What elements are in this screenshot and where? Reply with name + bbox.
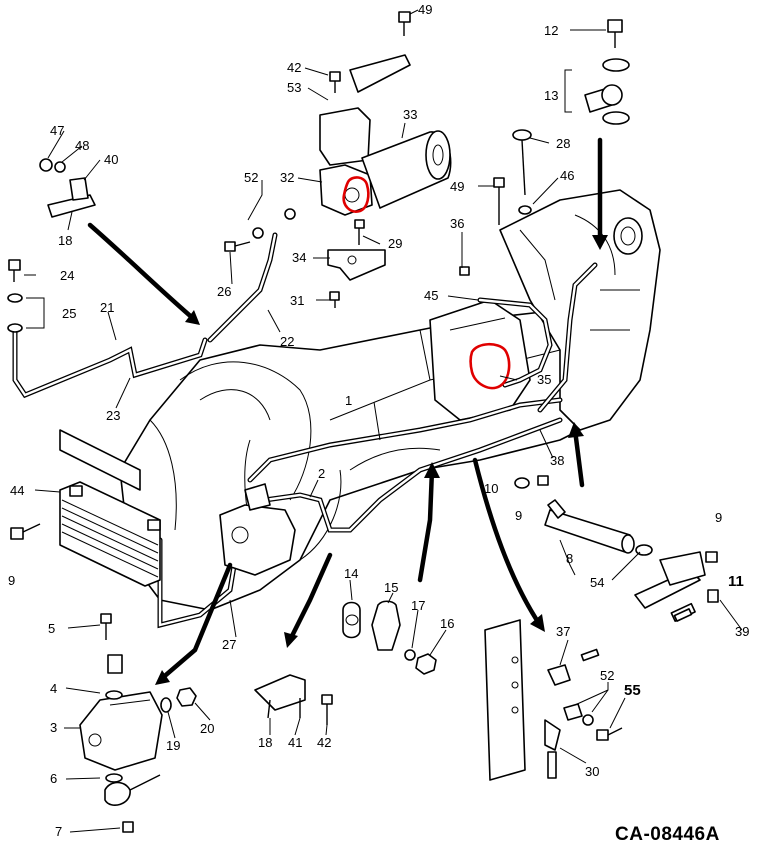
callout-28: 28 <box>556 136 570 151</box>
callout-48: 48 <box>75 138 89 153</box>
callout-15: 15 <box>384 580 398 595</box>
callout-35: 35 <box>537 372 551 387</box>
callout-42b: 42 <box>317 735 331 750</box>
callout-16: 16 <box>440 616 454 631</box>
hydraulic-line-22 <box>207 232 278 343</box>
washer-17 <box>404 649 416 661</box>
callout-3: 3 <box>50 720 57 735</box>
oil-filter-cartridge <box>361 130 452 209</box>
hydraulic-line-right <box>537 262 598 413</box>
callout-12: 12 <box>544 23 558 38</box>
callout-32: 32 <box>280 170 294 185</box>
bracket-banjo-13 <box>564 58 630 125</box>
drawing-reference-code: CA-08446A <box>615 824 720 845</box>
fitting-assembly-right <box>634 551 706 622</box>
leader-lines <box>24 9 743 833</box>
side-frame-plate <box>484 619 526 781</box>
callout-labels: 49 12 42 53 33 13 47 48 40 28 52 32 46 4… <box>8 2 749 839</box>
callout-36: 36 <box>450 216 464 231</box>
hydraulic-line-45 <box>477 297 553 388</box>
callout-22: 22 <box>280 334 294 349</box>
callout-23: 23 <box>106 408 120 423</box>
hydraulic-line-2 <box>262 417 563 533</box>
filter-head-bracket <box>319 54 411 216</box>
mount-bracket-34 <box>327 249 386 281</box>
callout-24: 24 <box>60 268 74 283</box>
clamp-14 <box>342 601 361 639</box>
hydraulic-line-1 <box>247 397 563 483</box>
hydraulic-pump-3 <box>79 654 163 771</box>
flow-arrows <box>87 137 608 685</box>
callout-47: 47 <box>50 123 64 138</box>
callout-55: 55 <box>624 682 641 699</box>
callout-53: 53 <box>287 80 301 95</box>
elbow-37 <box>547 664 571 686</box>
callout-52b: 52 <box>600 668 614 683</box>
callout-31: 31 <box>290 293 304 308</box>
callout-29: 29 <box>388 236 402 251</box>
bellhousing <box>429 299 531 421</box>
bracket-41 <box>254 674 306 719</box>
callout-44: 44 <box>10 483 24 498</box>
callout-33: 33 <box>403 107 417 122</box>
callout-4: 4 <box>50 681 57 696</box>
callout-52a: 52 <box>244 170 258 185</box>
callout-46: 46 <box>560 168 574 183</box>
callout-42a: 42 <box>287 60 301 75</box>
callout-54: 54 <box>590 575 604 590</box>
engine-block <box>499 189 661 431</box>
callout-17: 17 <box>411 598 425 613</box>
callout-9c: 9 <box>8 573 15 588</box>
callout-18a: 18 <box>58 233 72 248</box>
pump-assembly-mounted <box>219 483 296 576</box>
callout-10: 10 <box>484 481 498 496</box>
callout-21: 21 <box>100 300 114 315</box>
callout-1: 1 <box>345 393 352 408</box>
callout-8: 8 <box>566 551 573 566</box>
clamp-15 <box>371 600 401 651</box>
callout-9a: 9 <box>515 508 522 523</box>
callout-19: 19 <box>166 738 180 753</box>
elbow-30 <box>544 719 561 779</box>
callout-14: 14 <box>344 566 358 581</box>
callout-45: 45 <box>424 288 438 303</box>
flange-6 <box>104 774 161 806</box>
callout-6: 6 <box>50 771 57 786</box>
callout-26: 26 <box>217 284 231 299</box>
filter-adapter-circle <box>342 176 370 213</box>
nut-16 <box>415 653 437 675</box>
valve-fitting-circle <box>469 342 511 390</box>
callout-25: 25 <box>62 306 76 321</box>
hydraulic-line-21 <box>12 327 208 399</box>
callout-39: 39 <box>735 624 749 639</box>
fasteners <box>7 11 719 833</box>
dipstick-28 <box>512 129 532 196</box>
callout-13: 13 <box>544 88 558 103</box>
hydraulic-line-27 <box>157 537 238 629</box>
callout-38: 38 <box>550 453 564 468</box>
callout-49a: 49 <box>418 2 432 17</box>
callout-7: 7 <box>55 824 62 839</box>
callout-49b: 49 <box>450 179 464 194</box>
callout-30: 30 <box>585 764 599 779</box>
callout-40: 40 <box>104 152 118 167</box>
callout-34: 34 <box>292 250 306 265</box>
oil-cooler <box>59 429 161 587</box>
callout-27: 27 <box>222 637 236 652</box>
callout-20: 20 <box>200 721 214 736</box>
callout-37: 37 <box>556 624 570 639</box>
callout-41: 41 <box>288 735 302 750</box>
callout-5: 5 <box>48 621 55 636</box>
callout-2: 2 <box>318 466 325 481</box>
callout-18b: 18 <box>258 735 272 750</box>
suction-tube-8 <box>544 499 635 554</box>
callout-11: 11 <box>728 573 744 590</box>
lever-40 <box>47 177 96 218</box>
callout-9b: 9 <box>715 510 722 525</box>
